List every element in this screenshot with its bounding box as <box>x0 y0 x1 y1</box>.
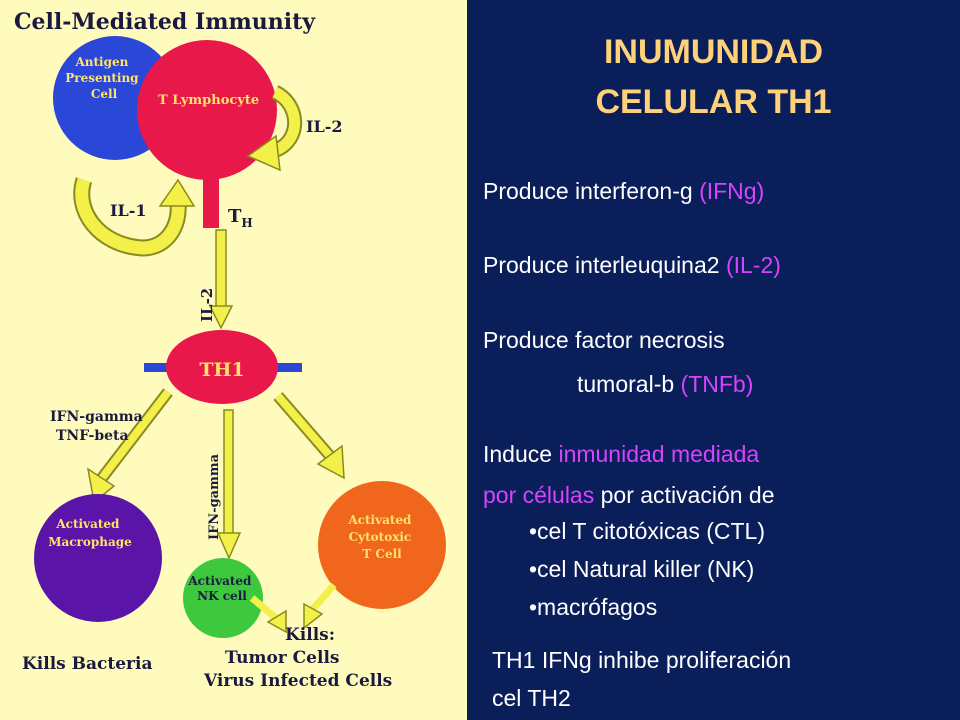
macrophage-line-2: Macrophage <box>48 535 132 549</box>
il2-down-arrowhead <box>208 305 234 330</box>
slide-title-line-2: CELULAR TH1 <box>595 83 832 121</box>
apc-line-2: Presenting <box>65 71 139 85</box>
macrophage-circle <box>34 494 162 622</box>
line-ifng: Produce interferon-g (IFNg) <box>483 176 764 206</box>
arrow-to-cytotoxic <box>274 393 334 459</box>
svg-text:TH: TH <box>228 206 253 230</box>
slide-text-panel: INUMUNIDAD CELULAR TH1 Produce interfero… <box>467 0 960 720</box>
cytotoxic-line-2: Cytotoxic <box>349 530 412 544</box>
th1-label: TH1 <box>199 359 244 381</box>
slide-title-line-1: INUMUNIDAD <box>603 33 824 71</box>
il1-label: IL-1 <box>110 201 147 220</box>
arrow-nk-to-kills-head <box>266 609 287 634</box>
il1-loop-arrow <box>75 177 185 255</box>
line-tnf-highlight: (TNFb) <box>680 371 754 397</box>
arrow-macrophage-head <box>86 467 116 504</box>
macrophage-line-1: Activated <box>55 517 120 531</box>
bullet-ctl: •cel T citotóxicas (CTL) <box>529 518 765 544</box>
kills-label: Kills: <box>285 625 335 645</box>
line-cells-highlight: por células <box>483 482 595 508</box>
svg-text:Antigen Presenting Cel: Antigen Presenting Cell <box>65 55 143 101</box>
th1-receptor-right <box>270 363 302 372</box>
line-tnf-1: Produce factor necrosis <box>483 327 725 353</box>
apc-line-1: Antigen <box>74 55 128 69</box>
svg-text:Kills: Tumor Cells Vir: Kills: Tumor Cells Virus Infected Cells <box>203 625 392 691</box>
t-cell-receptor-stem <box>203 178 219 228</box>
il2-vertical-label: IL-2 <box>198 288 216 322</box>
tnf-beta-label: TNF-beta <box>56 428 129 444</box>
nk-line-1: Activated <box>187 574 252 588</box>
bullet-nk: •cel Natural killer (NK) <box>529 556 755 582</box>
line-tnf-text: tumoral-b <box>577 371 681 397</box>
svg-text:Activated Macrophage: Activated Macrophage <box>48 517 132 549</box>
line-ifng-text: Produce interferon-g <box>483 178 700 204</box>
line-induce: Induce inmunidad mediada <box>483 439 759 469</box>
tumor-cells-label: Tumor Cells <box>225 648 339 668</box>
line-il2: Produce interleuquina2 (IL-2) <box>483 250 781 280</box>
t-lymphocyte-circle <box>137 40 277 180</box>
arrow-to-macrophage <box>98 389 172 481</box>
footer-line-2: cel TH2 <box>492 685 571 711</box>
line-induce-text: Induce <box>483 441 559 467</box>
diagram-panel: Cell-Mediated Immunity Antigen Presentin… <box>0 0 467 720</box>
il2-curve-arrowhead <box>246 134 281 172</box>
il2-curve-arrow <box>268 87 301 158</box>
il2-top-label: IL-2 <box>306 117 343 136</box>
arrow-cytotoxic-to-kills-head <box>303 602 324 630</box>
cytotoxic-t-cell-circle <box>318 481 446 609</box>
svg-text:IFN-gamma TNF-beta: IFN-gamma TNF-beta <box>50 409 148 444</box>
immunity-diagram: Cell-Mediated Immunity Antigen Presentin… <box>14 9 446 691</box>
ifn-center-label: IFN-gamma <box>207 453 222 540</box>
line-il2-text: Produce interleuquina2 <box>483 252 726 278</box>
svg-text:Activated Cytotoxic T: Activated Cytotoxic T Cell <box>347 513 415 561</box>
il1-loop-arrowhead <box>158 178 196 207</box>
line-cells-text: por activación de <box>594 482 775 508</box>
arrow-nk-to-kills <box>249 595 279 621</box>
line-tnf-2: tumoral-b (TNFb) <box>577 369 753 399</box>
line-induce-highlight: inmunidad mediada <box>558 441 760 467</box>
diagram-title: Cell-Mediated Immunity <box>14 9 316 35</box>
apc-line-3: Cell <box>91 87 118 101</box>
arrow-to-nk-head <box>216 532 242 560</box>
line-il2-highlight: (IL-2) <box>725 252 781 278</box>
cytotoxic-line-1: Activated <box>347 513 412 527</box>
t-lymphocyte-label: T Lymphocyte <box>158 93 259 108</box>
kills-bacteria-label: Kills Bacteria <box>22 654 152 674</box>
il2-down-shaft <box>215 229 227 309</box>
bullet-macrophages: •macrófagos <box>529 594 658 620</box>
nk-cell-circle <box>183 558 263 638</box>
th1-receptor-left <box>144 363 174 372</box>
ifn-gamma-label: IFN-gamma <box>50 409 143 425</box>
line-cells: por células por activación de <box>483 480 775 510</box>
footer-line-1: TH1 IFNg inhibe proliferación <box>492 647 792 673</box>
nk-line-2: NK cell <box>197 589 247 603</box>
th-label: T <box>228 206 242 227</box>
arrow-to-nk-shaft <box>223 409 234 536</box>
svg-text:Activated NK cell: Activated NK cell <box>187 574 255 603</box>
th-subscript: H <box>241 216 252 230</box>
line-ifng-highlight: (IFNg) <box>699 178 765 204</box>
arrow-cytotoxic-head <box>316 444 345 480</box>
arrow-cytotoxic-to-kills <box>309 582 337 613</box>
virus-infected-label: Virus Infected Cells <box>203 671 392 691</box>
th1-ellipse <box>166 330 278 404</box>
cytotoxic-line-3: T Cell <box>362 547 402 561</box>
